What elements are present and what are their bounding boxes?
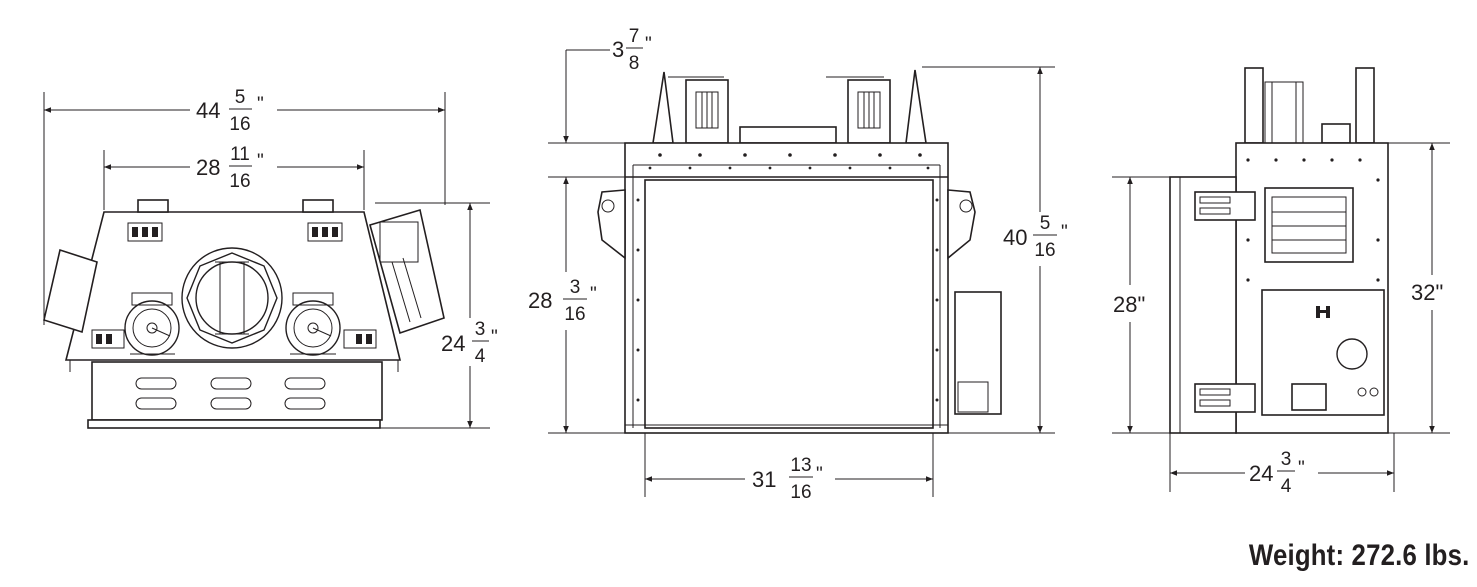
svg-text:16: 16 [1034,240,1055,261]
dim-opening-width: 31 13 16 " [752,455,823,503]
dim-opening-height: 28 3 16 " [528,277,597,325]
svg-text:7: 7 [629,26,640,47]
dim-side-height-right: 32" [1411,280,1443,305]
svg-text:": " [257,151,264,172]
svg-text:4: 4 [475,346,486,367]
svg-text:32": 32" [1411,280,1443,305]
svg-text:11: 11 [230,144,250,165]
svg-text:3: 3 [475,319,486,340]
svg-text:": " [590,284,597,305]
svg-text:28: 28 [196,155,220,180]
dim-center-width: 28 11 16 " [196,144,264,192]
svg-text:24: 24 [1249,461,1273,486]
svg-text:13: 13 [790,455,811,476]
dim-side-depth: 24 3 4 " [1249,449,1305,497]
weight-label: Weight: 272.6 lbs. [1248,539,1469,572]
front-view [548,49,1055,497]
dim-overall-height: 40 5 16 " [1003,213,1068,261]
svg-text:": " [491,327,498,348]
dim-side-height-left: 28" [1113,292,1145,317]
svg-text:": " [1298,458,1305,479]
svg-text:28: 28 [528,288,552,313]
dim-top-view-height: 24 3 4 " [441,319,498,367]
svg-text:16: 16 [229,114,250,135]
svg-text:5: 5 [235,87,246,108]
svg-text:44: 44 [196,98,220,123]
svg-text:3: 3 [570,277,581,298]
svg-text:3: 3 [1281,449,1292,470]
dim-overall-width: 44 5 16 " [196,87,264,135]
svg-text:28": 28" [1113,292,1145,317]
svg-text:8: 8 [629,53,640,74]
svg-text:31: 31 [752,467,776,492]
svg-text:24: 24 [441,331,465,356]
svg-text:16: 16 [229,171,250,192]
svg-text:5: 5 [1040,213,1051,234]
svg-text:16: 16 [564,304,585,325]
svg-text:40: 40 [1003,225,1027,250]
top-view [43,92,490,429]
svg-text:4: 4 [1281,476,1292,497]
side-view [1112,67,1450,492]
svg-text:": " [816,464,823,485]
svg-text:16: 16 [790,482,811,503]
svg-text:": " [645,34,652,55]
svg-text:": " [1061,222,1068,243]
svg-text:": " [257,94,264,115]
svg-text:3: 3 [612,37,624,62]
dim-top-offset: 3 7 8 " [612,26,652,74]
